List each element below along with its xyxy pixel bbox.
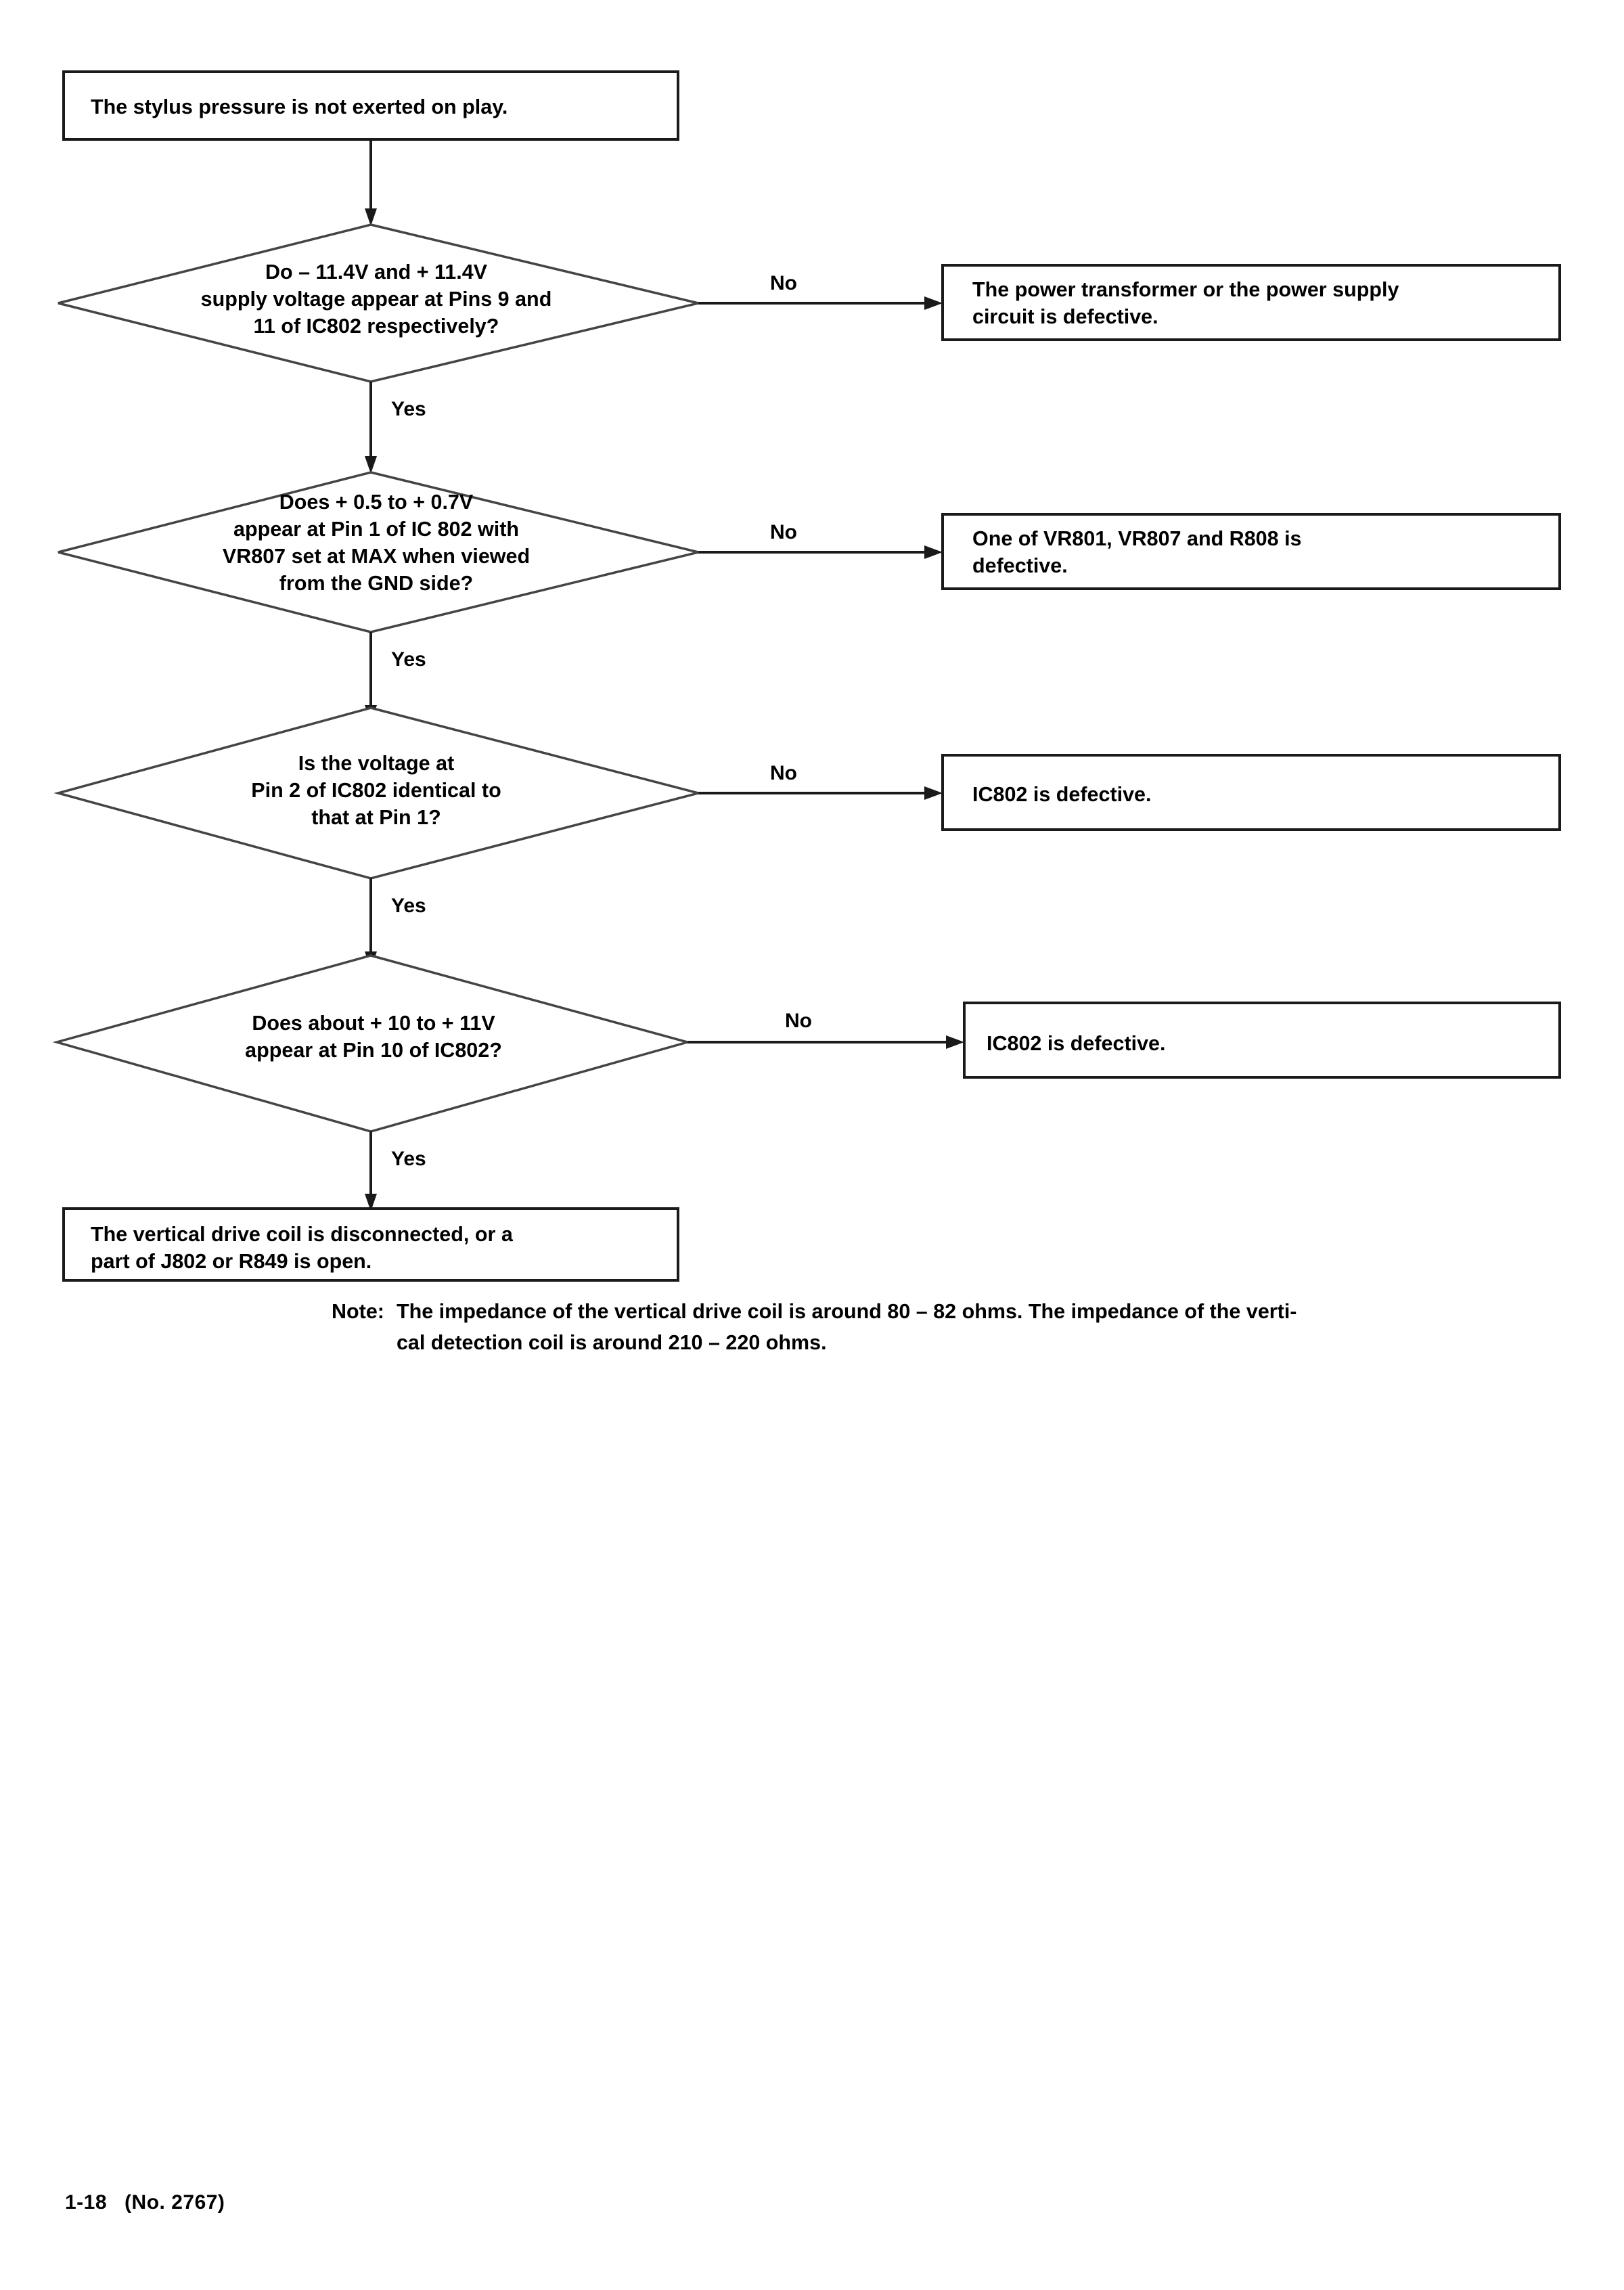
branch-no-step-1-label: No <box>770 272 797 294</box>
note-label: Note: <box>332 1300 384 1323</box>
decision-step-4-line-1: Does about + 10 to + 11V <box>252 1012 495 1035</box>
branch-no-step-3-label: No <box>770 762 797 784</box>
start-box-label: The stylus pressure is not exerted on pl… <box>91 95 508 118</box>
branch-no-step-4: No <box>687 1010 964 1049</box>
branch-yes-step-4: Yes <box>365 1131 426 1211</box>
outcome-box-step-4-line-1: IC802 is defective. <box>987 1032 1165 1055</box>
page-footer: 1-18 (No. 2767) <box>65 2191 225 2214</box>
decision-step-1-line-3: 11 of IC802 respectively? <box>254 315 499 338</box>
outcome-box-step-1-line-1: The power transformer or the power suppl… <box>972 278 1399 301</box>
branch-no-step-2-label: No <box>770 521 797 543</box>
note-block: Note: The impedance of the vertical driv… <box>332 1296 1570 1358</box>
branch-yes-step-2-label: Yes <box>391 648 426 671</box>
decision-step-2-line-1: Does + 0.5 to + 0.7V <box>279 491 474 514</box>
branch-no-step-3: No <box>698 762 943 800</box>
end-box-line-2: part of J802 or R849 is open. <box>91 1250 371 1273</box>
outcome-box-step-2-line-1: One of VR801, VR807 and R808 is <box>972 527 1302 550</box>
branch-no-step-2: No <box>698 521 943 559</box>
outcome-box-step-1: The power transformer or the power suppl… <box>941 264 1561 341</box>
outcome-box-step-4: IC802 is defective. <box>963 1002 1561 1079</box>
decision-step-2-line-4: from the GND side? <box>279 572 473 595</box>
decision-step-1-line-1: Do – 11.4V and + 11.4V <box>265 261 488 284</box>
footer-page-number: 1-18 <box>65 2191 108 2214</box>
start-box: The stylus pressure is not exerted on pl… <box>62 70 679 141</box>
decision-step-3: Is the voltage at Pin 2 of IC802 identic… <box>53 706 703 880</box>
outcome-box-step-2-line-2: defective. <box>972 554 1068 577</box>
connector-start-to-step-1 <box>365 139 377 226</box>
note-line-1: The impedance of the vertical drive coil… <box>396 1300 1297 1323</box>
branch-no-step-1: No <box>698 272 943 310</box>
branch-yes-step-1: Yes <box>365 382 426 474</box>
decision-step-1-line-2: supply voltage appear at Pins 9 and <box>201 288 552 311</box>
decision-step-3-line-3: that at Pin 1? <box>311 806 441 829</box>
outcome-box-step-3-line-1: IC802 is defective. <box>972 783 1151 806</box>
decision-step-2-line-3: VR807 set at MAX when viewed <box>223 545 530 568</box>
flowchart-diagram: The stylus pressure is not exerted on pl… <box>52 70 1561 1282</box>
decision-step-2: Does + 0.5 to + 0.7V appear at Pin 1 of … <box>58 471 699 633</box>
note-line-2: cal detection coil is around 210 – 220 o… <box>396 1331 827 1354</box>
outcome-box-step-3: IC802 is defective. <box>941 754 1561 831</box>
end-box-line-1: The vertical drive coil is disconnected,… <box>91 1223 514 1246</box>
branch-yes-step-4-label: Yes <box>391 1148 426 1170</box>
branch-yes-step-1-label: Yes <box>391 398 426 420</box>
decision-step-3-line-2: Pin 2 of IC802 identical to <box>251 779 501 802</box>
outcome-box-step-2: One of VR801, VR807 and R808 is defectiv… <box>941 513 1561 590</box>
branch-no-step-4-label: No <box>785 1010 812 1032</box>
outcome-box-step-1-line-2: circuit is defective. <box>972 305 1158 328</box>
end-box: The vertical drive coil is disconnected,… <box>62 1207 679 1282</box>
decision-step-2-line-2: appear at Pin 1 of IC 802 with <box>233 518 519 541</box>
decision-step-3-line-1: Is the voltage at <box>298 752 455 775</box>
footer-reference: (No. 2767) <box>125 2191 225 2214</box>
note-body: The impedance of the vertical drive coil… <box>397 1296 1297 1358</box>
decision-step-4: Does about + 10 to + 11V appear at Pin 1… <box>52 954 692 1133</box>
decision-step-1: Do – 11.4V and + 11.4V supply voltage ap… <box>58 223 699 383</box>
branch-yes-step-3-label: Yes <box>391 895 426 917</box>
decision-step-4-line-2: appear at Pin 10 of IC802? <box>245 1039 502 1062</box>
